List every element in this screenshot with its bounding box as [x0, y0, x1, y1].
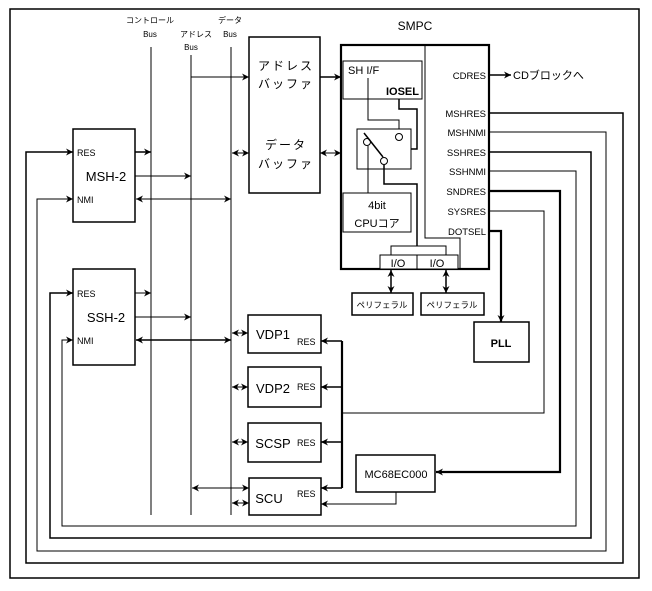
ssh2-nmi-pin: NMI: [77, 336, 94, 346]
scsp-label: SCSP: [255, 436, 290, 451]
io-port-1-label: I/O: [391, 258, 406, 270]
signal-sndres: SNDRES: [446, 187, 486, 198]
mshnmi-wire: [36, 131, 607, 552]
signal-mshres: MSHRES: [445, 109, 486, 120]
sndres-wire: [436, 189, 562, 476]
signal-sysres: SYSRES: [447, 207, 486, 218]
data-buffer-label-2: バッファ: [258, 157, 314, 171]
smpc-title: SMPC: [398, 19, 433, 33]
switch-contact-bottom: [380, 157, 388, 165]
msh2-nmi-pin: NMI: [77, 195, 94, 205]
signal-sshres: SSHRES: [447, 148, 486, 159]
address-buffer-label-2: バッファ: [258, 77, 314, 91]
address-bus-label: アドレス: [180, 30, 212, 39]
mshres-wire: [25, 112, 624, 564]
data-bus-label: データ: [218, 15, 242, 25]
peripheral-1-block: [351, 292, 414, 316]
vdp2-label: VDP2: [256, 381, 290, 396]
mc68ec000-label: MC68EC000: [365, 469, 428, 481]
signal-dotsel: DOTSEL: [448, 227, 486, 238]
cpu-core-label-2: CPUコア: [354, 218, 399, 230]
io-port-2: [416, 254, 459, 270]
vdp2-block: [247, 366, 322, 408]
data-buffer-label-1: データ: [265, 137, 307, 152]
outer-frame: [9, 8, 640, 579]
scu-res-pin: RES: [297, 489, 316, 499]
control-bus-label-bus: Bus: [143, 30, 157, 39]
peripheral-2-label: ペリフェラル: [426, 300, 478, 310]
signal-cdres: CDRES: [453, 71, 486, 82]
cpu-core-label-1: 4bit: [368, 200, 386, 212]
ssh2-label: SSH-2: [87, 310, 125, 325]
sh-if-to-switch-line: [367, 78, 400, 133]
buffer-block: [248, 36, 321, 194]
sysres-wire: [342, 210, 545, 414]
vdp1-res-pin: RES: [297, 337, 316, 347]
peripheral-1-label: ペリフェラル: [356, 300, 408, 310]
address-bus-label-bus: Bus: [184, 43, 198, 52]
scsp-res-pin: RES: [297, 438, 316, 448]
msh2-res-pin: RES: [77, 148, 96, 158]
iosel-label: IOSEL: [386, 86, 419, 98]
pll-block: [473, 321, 530, 363]
peripheral-2-block: [420, 292, 485, 316]
scu-label: SCU: [255, 491, 282, 506]
ssh2-block: [72, 268, 136, 366]
mc68ec000-block: [355, 454, 436, 493]
address-buffer-label-1: アドレス: [258, 59, 314, 73]
sh-if-block: [342, 60, 423, 100]
smpc-inner-partition: [424, 45, 461, 269]
signal-mshnmi: MSHNMI: [447, 128, 486, 139]
vdp1-block: [247, 314, 322, 354]
sh-if-label: SH I/F: [348, 65, 379, 77]
io-port-2-label: I/O: [430, 258, 445, 270]
scu-block: [248, 477, 322, 516]
cpu-core-block: [342, 192, 412, 233]
signal-sshnmi: SSHNMI: [449, 167, 486, 178]
vdp1-label: VDP1: [256, 327, 290, 342]
sshnmi-wire: [61, 170, 577, 527]
vdp2-res-pin: RES: [297, 382, 316, 392]
io-connector: [390, 245, 447, 255]
control-bus-label: コントロール: [126, 16, 174, 25]
switch-to-io-line: [383, 165, 418, 246]
mc68ec000-to-scu-res-wire: [321, 492, 397, 508]
cd-block-label: CDブロックへ: [513, 68, 584, 82]
ssh2-res-pin: RES: [77, 289, 96, 299]
switch-contact-top-right: [395, 133, 403, 141]
data-bus-label-bus: Bus: [223, 30, 237, 39]
msh2-label: MSH-2: [86, 169, 126, 184]
pll-label: PLL: [491, 338, 512, 350]
dotsel-wire: [489, 229, 505, 322]
switch-blade: [363, 132, 384, 158]
sshres-wire: [49, 151, 592, 539]
